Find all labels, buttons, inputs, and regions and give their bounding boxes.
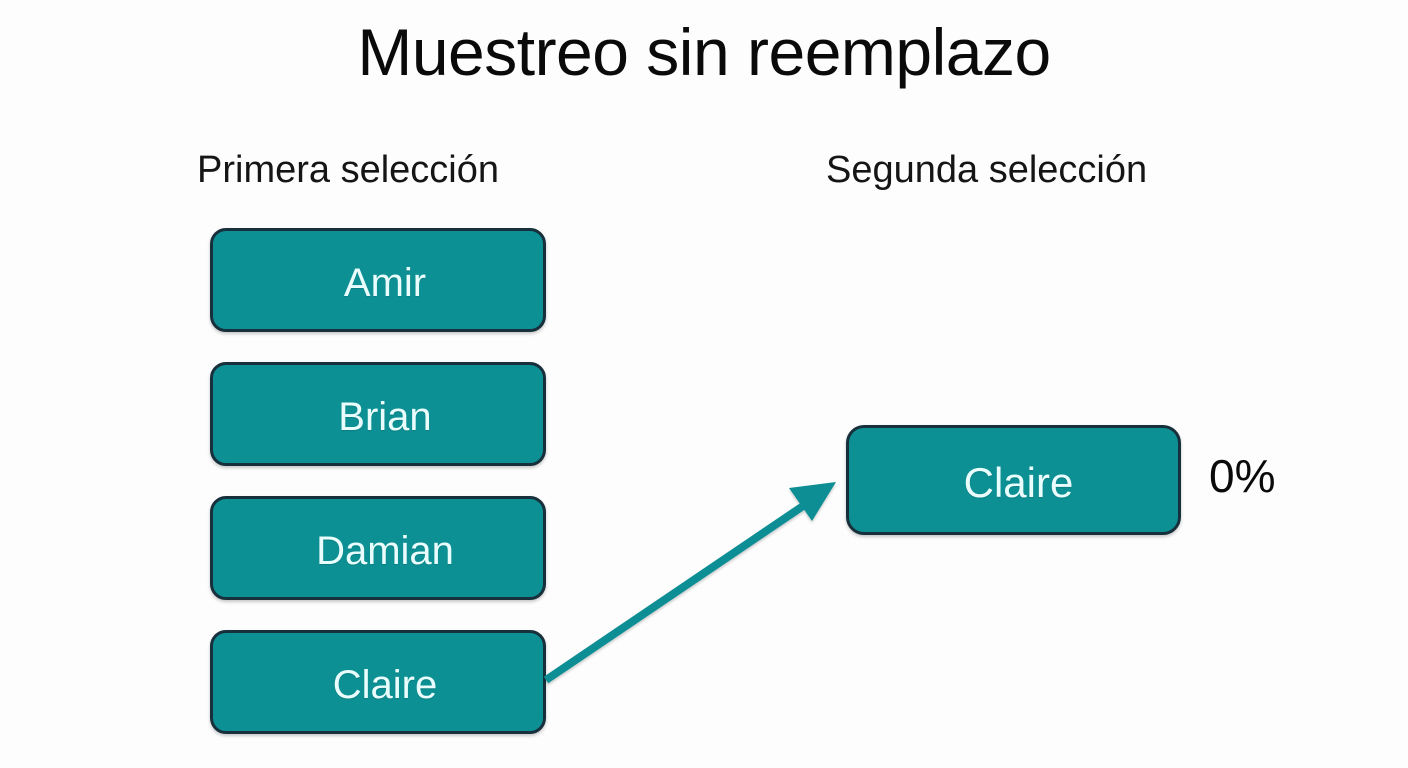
name-label: Damian — [316, 529, 454, 573]
name-box-brian[interactable]: Brian — [210, 362, 546, 466]
name-label: Claire — [963, 459, 1074, 506]
column-header-first-selection: Primera selección — [197, 149, 499, 191]
name-label: Brian — [338, 395, 432, 439]
name-box-claire-first[interactable]: Claire — [210, 630, 546, 734]
name-box-amir[interactable]: Amir — [210, 228, 546, 332]
column-header-second-selection: Segunda selección — [826, 149, 1148, 191]
probability-percent-label: 0% — [1209, 450, 1276, 502]
name-box-damian[interactable]: Damian — [210, 496, 546, 600]
name-label: Amir — [343, 261, 427, 305]
name-label: Claire — [332, 663, 438, 707]
page-title: Muestreo sin reemplazo — [357, 15, 1051, 89]
name-box-claire-second[interactable]: Claire — [846, 425, 1181, 535]
